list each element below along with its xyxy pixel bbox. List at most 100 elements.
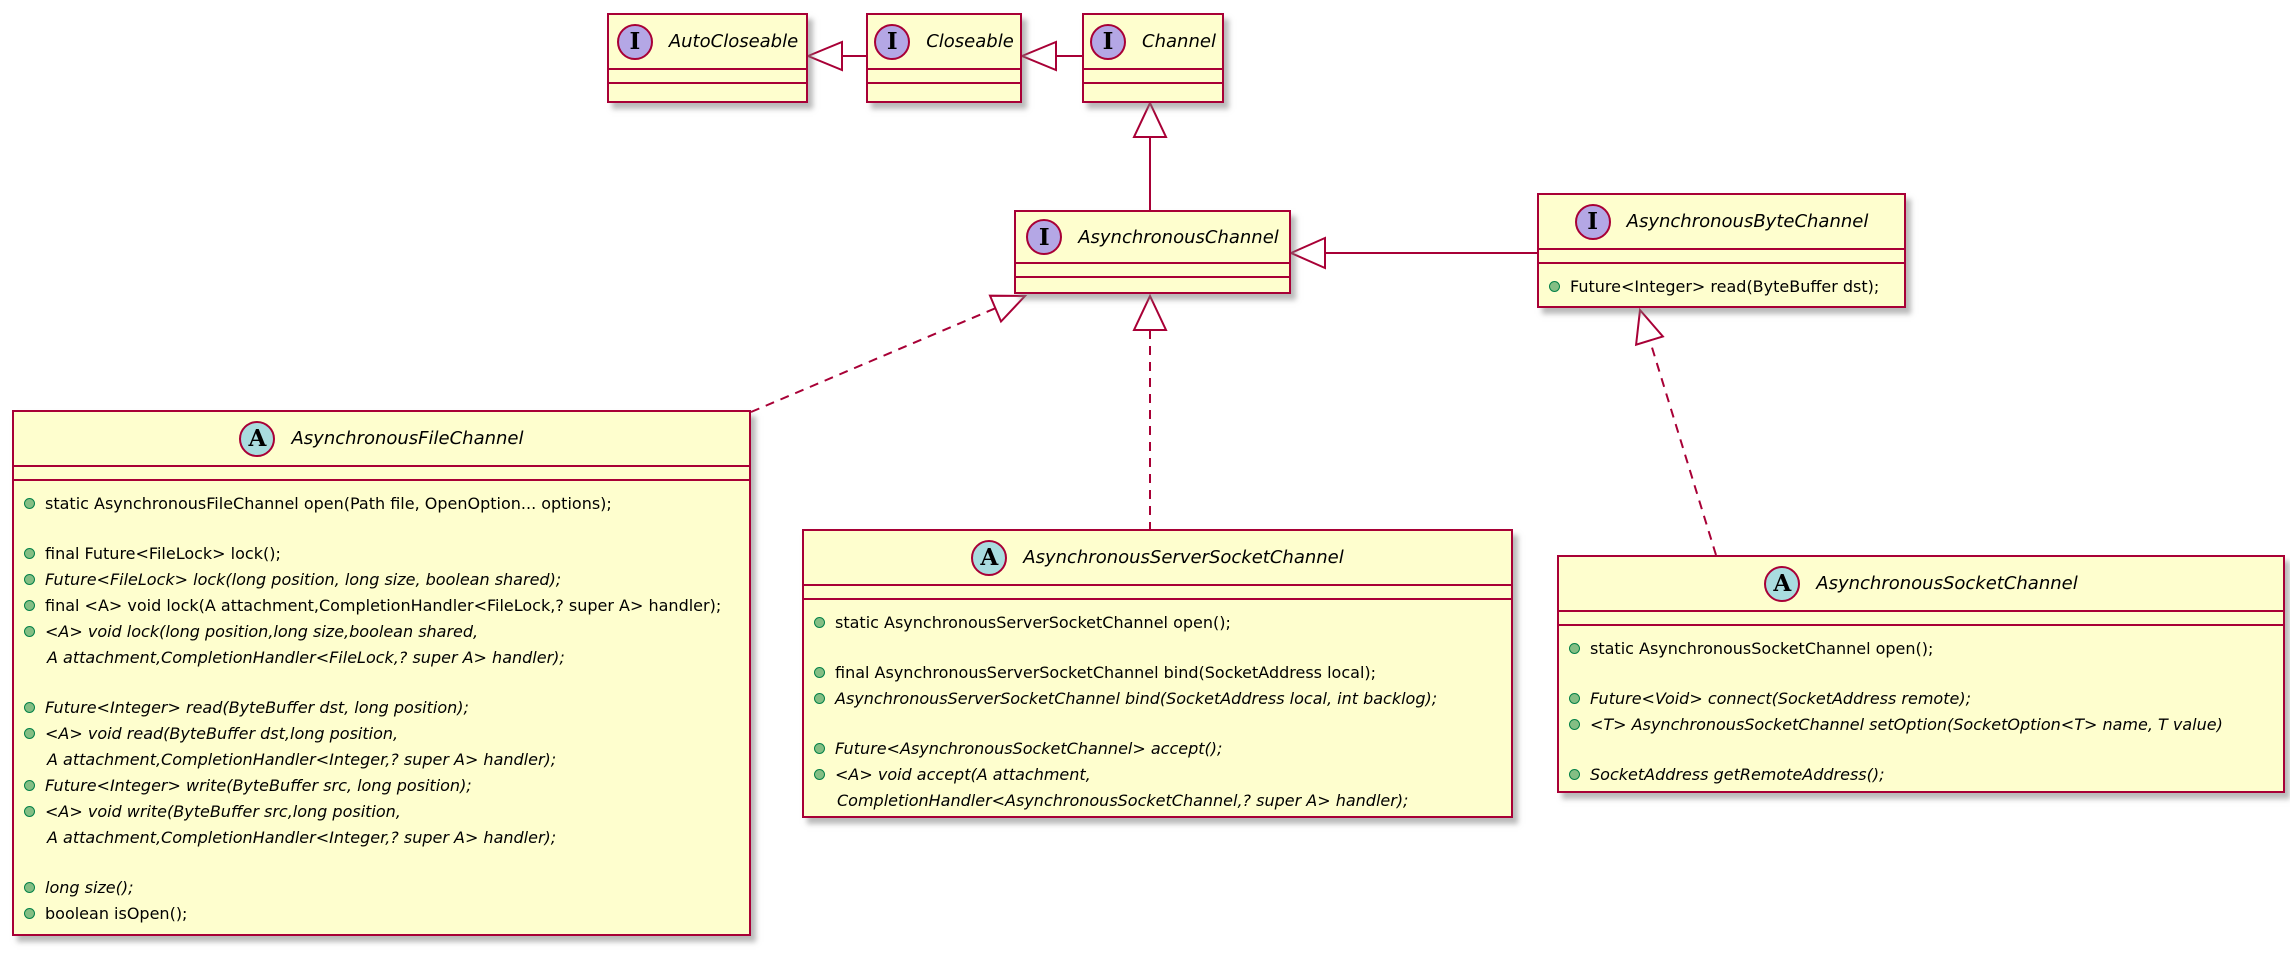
public-visibility-icon [24, 881, 35, 893]
method-signature: boolean isOpen(); [45, 903, 188, 923]
method-signature: <T> AsynchronousSocketChannel setOption(… [1590, 714, 2223, 734]
implements-arrow-asynchronousserversocketchannel-to-asynchronouschannel [1132, 293, 1168, 529]
public-visibility-icon [24, 701, 35, 713]
implements-arrow-asynchronoussocketchannel-to-asynchronousbytechannel [1634, 307, 1717, 556]
method-row: Future<Integer> read(ByteBuffer dst); [1549, 273, 1894, 299]
public-visibility-icon [1569, 642, 1580, 654]
method-row: A attachment,CompletionHandler<Integer,?… [24, 746, 739, 772]
method-row: Future<Void> connect(SocketAddress remot… [1569, 685, 2273, 711]
class-box-asynchronoussocketchannel: A AsynchronousSocketChannel static Async… [1557, 555, 2285, 793]
extends-arrow-closeable-to-autocloseable [805, 40, 866, 72]
member-spacer [1569, 737, 2273, 761]
public-visibility-icon [24, 907, 35, 919]
methods-section: static AsynchronousFileChannel open(Path… [14, 481, 749, 934]
method-signature: static AsynchronousServerSocketChannel o… [835, 612, 1231, 632]
fields-section [868, 70, 1020, 84]
public-visibility-icon [814, 666, 825, 678]
extends-arrow-asynchronousbytechannel-to-asynchronouschannel [1288, 236, 1537, 270]
extends-arrow-channel-to-closeable [1019, 40, 1082, 72]
member-spacer [24, 516, 739, 540]
class-box-asynchronousserversocketchannel: A AsynchronousServerSocketChannel static… [802, 529, 1513, 818]
class-name: AutoCloseable [668, 31, 799, 52]
public-visibility-icon [24, 625, 35, 637]
method-row: A attachment,CompletionHandler<Integer,?… [24, 824, 739, 850]
method-signature: <A> void read(ByteBuffer dst,long positi… [45, 723, 399, 743]
method-row: long size(); [24, 874, 739, 900]
method-signature: long size(); [45, 877, 134, 897]
public-visibility-icon [1569, 718, 1580, 730]
interface-icon: I [1090, 23, 1127, 60]
fields-section [609, 70, 806, 84]
public-visibility-icon [814, 742, 825, 754]
method-signature: Future<Integer> read(ByteBuffer dst, lon… [45, 697, 469, 717]
extends-arrow-asynchronouschannel-to-channel [1132, 100, 1168, 210]
public-visibility-icon [814, 692, 825, 704]
public-visibility-icon [24, 573, 35, 585]
public-visibility-icon [24, 805, 35, 817]
methods-section [1084, 84, 1222, 102]
public-visibility-icon [1569, 692, 1580, 704]
method-row: <A> void read(ByteBuffer dst,long positi… [24, 720, 739, 746]
methods-section: Future<Integer> read(ByteBuffer dst); [1539, 264, 1904, 306]
public-visibility-icon [24, 779, 35, 791]
public-visibility-icon [24, 497, 35, 509]
method-signature: A attachment,CompletionHandler<Integer,?… [47, 827, 557, 847]
class-title: A AsynchronousSocketChannel [1559, 557, 2283, 612]
method-signature: Future<Void> connect(SocketAddress remot… [1590, 688, 1971, 708]
method-row: Future<FileLock> lock(long position, lon… [24, 566, 739, 592]
class-name: Closeable [926, 31, 1014, 52]
member-spacer [814, 711, 1501, 735]
fields-section [1084, 70, 1222, 84]
public-visibility-icon [24, 547, 35, 559]
class-name: AsynchronousChannel [1078, 226, 1279, 248]
class-box-autocloseable: I AutoCloseable [607, 13, 808, 103]
fields-section [804, 586, 1511, 600]
method-row: CompletionHandler<AsynchronousSocketChan… [814, 787, 1501, 813]
public-visibility-icon [24, 727, 35, 739]
abstract-class-icon: A [239, 420, 276, 457]
class-title: I AutoCloseable [609, 15, 806, 70]
method-signature: static AsynchronousFileChannel open(Path… [45, 493, 612, 513]
member-spacer [24, 850, 739, 874]
interface-icon: I [874, 23, 911, 60]
class-title: A AsynchronousFileChannel [14, 412, 749, 467]
abstract-class-icon: A [1764, 565, 1801, 602]
method-row: static AsynchronousSocketChannel open(); [1569, 635, 2273, 661]
method-signature: Future<Integer> write(ByteBuffer src, lo… [45, 775, 472, 795]
method-row: <T> AsynchronousSocketChannel setOption(… [1569, 711, 2273, 737]
class-title: I Channel [1084, 15, 1222, 70]
fields-section [1559, 612, 2283, 626]
method-row: SocketAddress getRemoteAddress(); [1569, 761, 2273, 787]
method-signature: final <A> void lock(A attachment,Complet… [45, 595, 722, 615]
class-title: I AsynchronousByteChannel [1539, 195, 1904, 250]
method-row: A attachment,CompletionHandler<FileLock,… [24, 644, 739, 670]
method-signature: <A> void write(ByteBuffer src,long posit… [45, 801, 401, 821]
public-visibility-icon [1549, 280, 1560, 292]
class-name: Channel [1142, 31, 1216, 52]
method-row: <A> void write(ByteBuffer src,long posit… [24, 798, 739, 824]
method-signature: AsynchronousServerSocketChannel bind(Soc… [835, 688, 1438, 708]
method-signature: A attachment,CompletionHandler<Integer,?… [47, 749, 557, 769]
methods-section [868, 84, 1020, 102]
methods-section: static AsynchronousSocketChannel open();… [1559, 626, 2283, 791]
method-row: <A> void lock(long position,long size,bo… [24, 618, 739, 644]
class-box-channel: I Channel [1082, 13, 1224, 103]
method-row: static AsynchronousFileChannel open(Path… [24, 490, 739, 516]
class-name: AsynchronousSocketChannel [1816, 573, 2078, 594]
member-spacer [814, 635, 1501, 659]
method-row: <A> void accept(A attachment, [814, 761, 1501, 787]
implements-arrow-asynchronousfilechannel-to-asynchronouschannel [750, 294, 1028, 413]
interface-icon: I [1574, 203, 1611, 240]
public-visibility-icon [814, 768, 825, 780]
methods-section [1016, 278, 1289, 296]
method-row: final AsynchronousServerSocketChannel bi… [814, 659, 1501, 685]
public-visibility-icon [24, 599, 35, 611]
method-row: AsynchronousServerSocketChannel bind(Soc… [814, 685, 1501, 711]
method-row: static AsynchronousServerSocketChannel o… [814, 609, 1501, 635]
method-row: final <A> void lock(A attachment,Complet… [24, 592, 739, 618]
method-signature: <A> void accept(A attachment, [835, 764, 1091, 784]
interface-icon: I [616, 23, 653, 60]
methods-section: static AsynchronousServerSocketChannel o… [804, 600, 1511, 816]
method-signature: static AsynchronousSocketChannel open(); [1590, 638, 1934, 658]
